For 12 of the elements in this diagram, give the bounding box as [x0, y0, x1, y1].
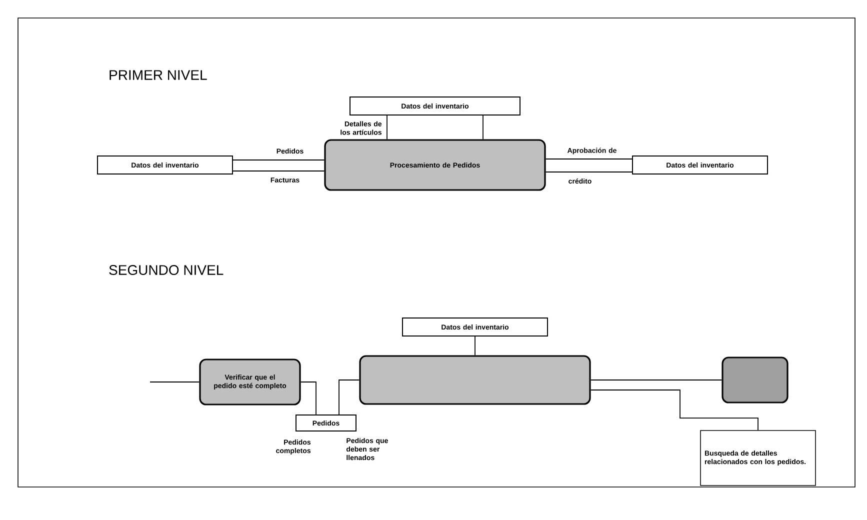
connector-line — [300, 382, 316, 415]
connector-line — [474, 336, 476, 356]
connector-line — [232, 170, 325, 172]
connector-line — [338, 380, 360, 415]
connector-line — [545, 158, 632, 160]
empty-process-box — [359, 355, 591, 405]
connector-line — [386, 115, 388, 140]
level-heading: SEGUNDO NIVEL — [109, 265, 224, 275]
level-heading: PRIMER NIVEL — [110, 70, 207, 80]
empty-process-box — [722, 356, 788, 404]
connector-line — [482, 115, 484, 140]
connector-line — [590, 390, 758, 431]
